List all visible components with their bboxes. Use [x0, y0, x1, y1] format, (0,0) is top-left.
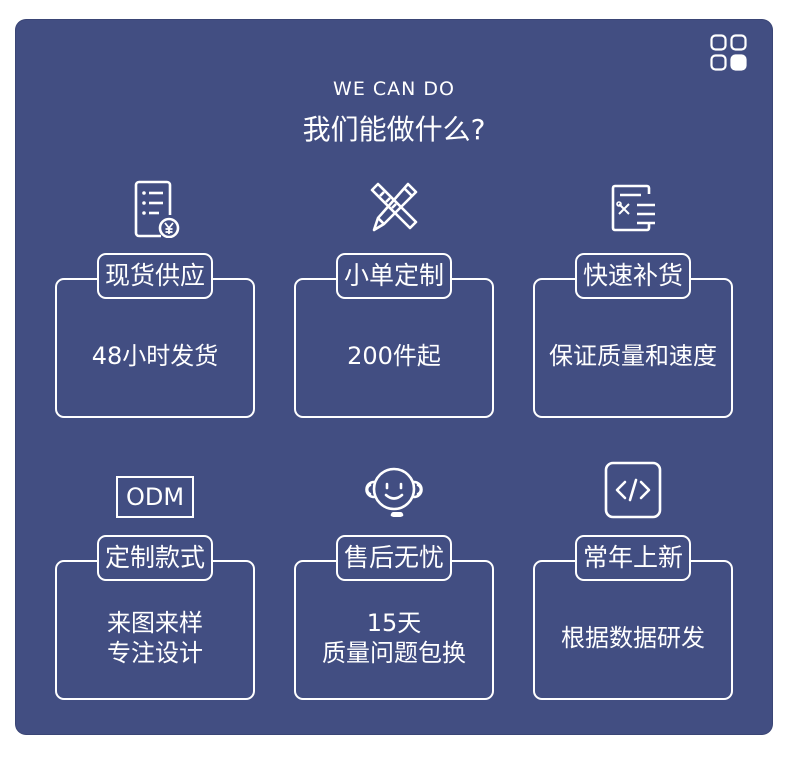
card-small-order: 小单定制 200件起 [294, 178, 494, 424]
card-description-line: 15天 [366, 609, 422, 637]
customer-service-icon [356, 460, 432, 520]
card-description: 根据数据研发 [533, 577, 733, 699]
section-subtitle: WE CAN DO [333, 78, 455, 100]
card-after-sales: 售后无忧 15天 质量问题包换 [294, 460, 494, 706]
pencil-ruler-icon [364, 178, 424, 238]
card-new-arrivals: 常年上新 根据数据研发 [533, 460, 733, 706]
card-tag: 快速补货 [574, 253, 692, 299]
odm-label: ODM [116, 476, 194, 518]
card-description: 15天 质量问题包换 [294, 577, 494, 699]
card-fast-restock: 快速补货 保证质量和速度 [533, 178, 733, 424]
card-description-line: 保证质量和速度 [549, 342, 717, 370]
card-description: 200件起 [294, 295, 494, 417]
card-description-line: 质量问题包换 [322, 639, 466, 667]
card-tag: 售后无忧 [335, 535, 453, 581]
tools-document-icon [603, 178, 663, 238]
card-description-line: 200件起 [347, 342, 441, 370]
card-description: 48小时发货 [55, 295, 255, 417]
card-tag: 定制款式 [96, 535, 214, 581]
odm-icon: ODM [110, 460, 200, 520]
card-tag: 常年上新 [574, 535, 692, 581]
card-stock-supply: 现货供应 48小时发货 [55, 178, 255, 424]
document-yen-icon [125, 178, 185, 238]
card-tag: 小单定制 [335, 253, 453, 299]
card-description: 来图来样 专注设计 [55, 577, 255, 699]
code-icon [603, 460, 663, 520]
grid-menu-icon[interactable] [710, 34, 748, 72]
card-description: 保证质量和速度 [533, 295, 733, 417]
card-description-line: 来图来样 [107, 609, 203, 637]
section-title: 我们能做什么? [302, 113, 486, 146]
card-description-line: 根据数据研发 [561, 624, 705, 652]
card-custom-styles: ODM 定制款式 来图来样 专注设计 [55, 460, 255, 706]
card-description-line: 48小时发货 [91, 342, 219, 370]
card-description-line: 专注设计 [107, 639, 203, 667]
services-panel: WE CAN DO 我们能做什么? 现货供应 48小时发货 [16, 20, 772, 734]
card-tag: 现货供应 [96, 253, 214, 299]
